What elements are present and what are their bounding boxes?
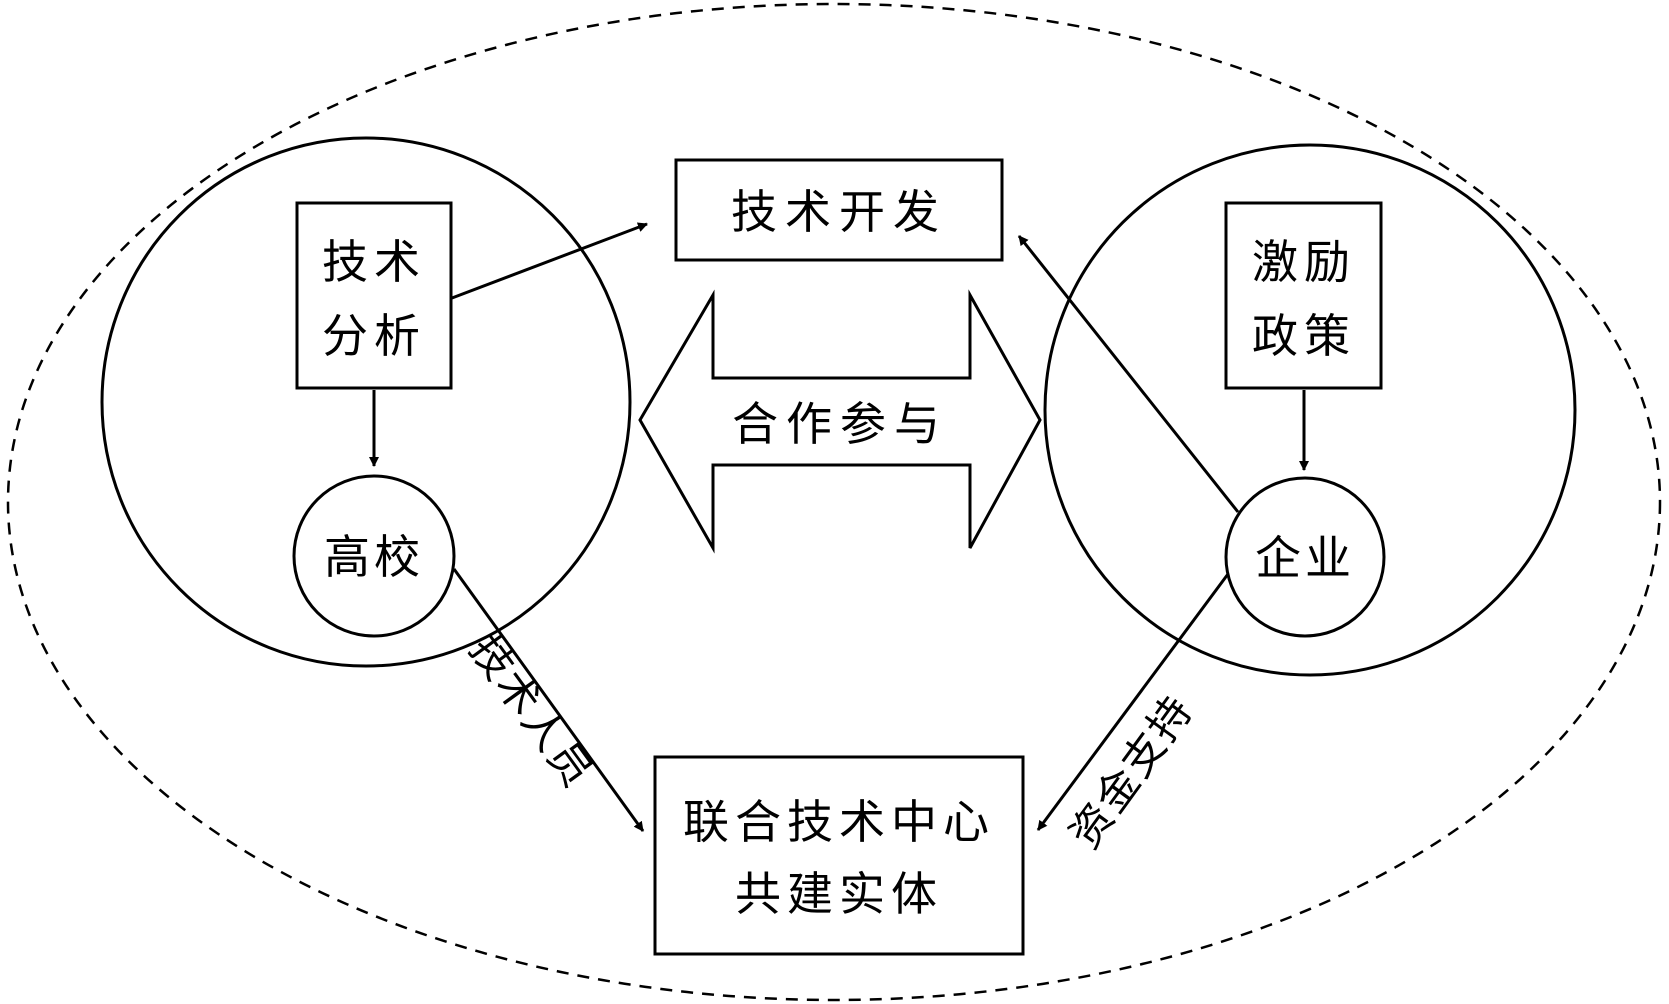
cooperation-double-arrow: 合作参与	[638, 289, 1042, 554]
incentive-policy-label-line1: 激励	[1252, 235, 1356, 289]
enterprise-to-development-arrow	[1017, 235, 1240, 513]
university-node: 高校	[292, 474, 456, 638]
tech-development-label: 技术开发	[731, 185, 947, 239]
tech-analysis-box: 技术 分析	[295, 201, 453, 390]
tech-development-box: 技术开发	[674, 158, 1004, 262]
enterprise-label: 企业	[1255, 531, 1355, 585]
incentive-policy-label-line2: 政策	[1252, 309, 1356, 363]
enterprise-node: 企业	[1224, 476, 1386, 638]
tech-analysis-label-line1: 技术	[322, 235, 426, 289]
joint-center-label-line2: 共建实体	[735, 867, 943, 921]
tech-analysis-label-line2: 分析	[322, 309, 426, 363]
joint-center-box: 联合技术中心 共建实体	[653, 755, 1025, 956]
cooperation-label: 合作参与	[732, 397, 948, 451]
enterprise-domain-circle	[1043, 143, 1577, 677]
incentive-policy-box: 激励 政策	[1224, 201, 1383, 390]
university-domain-circle	[100, 136, 632, 668]
joint-center-label-line1: 联合技术中心	[683, 795, 995, 849]
outer-dashed-boundary	[6, 2, 1662, 1002]
enterprise-to-center-arrow	[1036, 573, 1230, 831]
tech-personnel-label: 技术人员	[460, 626, 603, 797]
university-label: 高校	[324, 530, 424, 584]
university-to-center-arrow	[452, 568, 645, 832]
analysis-to-development-arrow	[451, 222, 648, 300]
